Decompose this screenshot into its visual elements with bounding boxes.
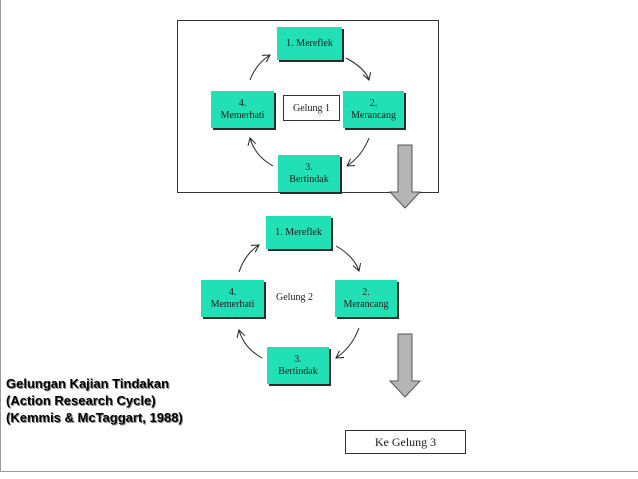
cycle2-arrow-observe-to-reflect (238, 244, 260, 273)
cycle2-node-reflect: 1. Mereflek (266, 216, 331, 249)
caption-line-1: Gelungan Kajian Tindakan (6, 376, 170, 391)
cycle2-arrow-plan-to-act (335, 327, 360, 359)
slide-left-border (0, 0, 1, 472)
diagram-caption: Gelungan Kajian Tindakan (Action Researc… (6, 375, 266, 426)
cycle2-node-observe: 4. Memerhati (201, 280, 264, 317)
cycle1-node-plan: 2. Merancang (343, 91, 404, 128)
cycle2-arrow-reflect-to-plan (335, 245, 362, 272)
down-arrow-to-cycle3 (388, 333, 422, 398)
cycle1-arrow-reflect-to-plan (345, 57, 372, 81)
cycle2-arrow-act-to-observe (236, 329, 263, 359)
cycle2-center-label: Gelung 2 (276, 292, 313, 303)
caption-line-3: (Kemmis & McTaggart, 1988) (6, 410, 183, 425)
cycle1-node-reflect: 1. Mereflek (277, 27, 342, 60)
slide-bottom-border (0, 471, 638, 472)
cycle1-arrow-observe-to-reflect (249, 54, 271, 81)
cycle2-node-act: 3. Bertindak (267, 347, 329, 384)
caption-line-2: (Action Research Cycle) (6, 393, 156, 408)
cycle1-arrow-act-to-observe (247, 137, 274, 167)
cycle2-node-plan: 2. Merancang (335, 280, 397, 317)
cycle1-node-observe: 4. Memerhati (211, 91, 274, 128)
cycle1-arrow-plan-to-act (346, 137, 370, 167)
cycle1-center-label: Gelung 1 (283, 95, 340, 121)
down-arrow-to-cycle2 (388, 144, 422, 209)
cycle1-node-act: 3. Bertindak (278, 155, 340, 192)
next-cycle-box: Ke Gelung 3 (345, 430, 466, 454)
